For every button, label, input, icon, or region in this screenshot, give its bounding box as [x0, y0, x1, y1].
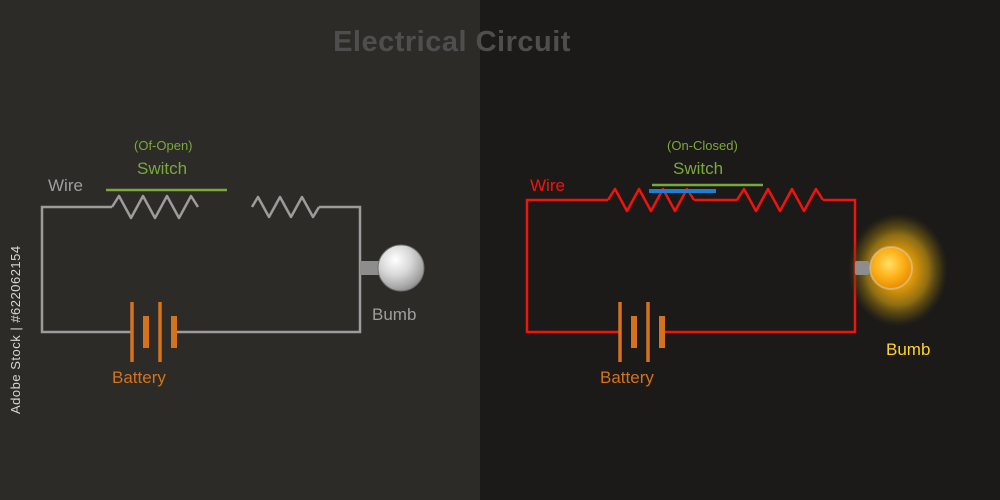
- left-bulb-stem: [360, 261, 380, 275]
- left-battery-symbol: [130, 302, 177, 362]
- left-switch-label: Switch: [137, 159, 188, 178]
- left-bulb-label: Bumb: [372, 305, 417, 324]
- watermark-text: Adobe Stock | #622062154: [8, 245, 23, 414]
- left-switch-state-label: (Of-Open): [134, 138, 193, 153]
- left-resistor-2: [250, 195, 321, 219]
- right-switch-label: Switch: [673, 159, 724, 178]
- diagram-title: Electrical Circuit: [333, 26, 571, 58]
- right-resistor-2: [735, 187, 825, 213]
- right-resistor-1: [606, 187, 696, 213]
- right-wire-path: [525, 198, 857, 334]
- right-circuit-diagram: [525, 183, 948, 362]
- left-wire-path: [40, 205, 362, 334]
- right-bulb-glass: [869, 246, 913, 290]
- right-wire-label: Wire: [530, 176, 565, 195]
- left-circuit-diagram: [40, 188, 425, 362]
- right-switch-state-label: (On-Closed): [667, 138, 738, 153]
- left-resistor-1: [110, 194, 200, 220]
- right-bulb-stem: [855, 261, 869, 275]
- left-battery-label: Battery: [112, 368, 166, 387]
- right-battery-label: Battery: [600, 368, 654, 387]
- right-battery-symbol: [618, 302, 665, 362]
- right-bulb-on: [848, 213, 948, 327]
- left-bulb-off: [360, 244, 425, 292]
- left-wire-label: Wire: [48, 176, 83, 195]
- right-bulb-label: Bumb: [886, 340, 931, 359]
- left-bulb-glass: [377, 244, 425, 292]
